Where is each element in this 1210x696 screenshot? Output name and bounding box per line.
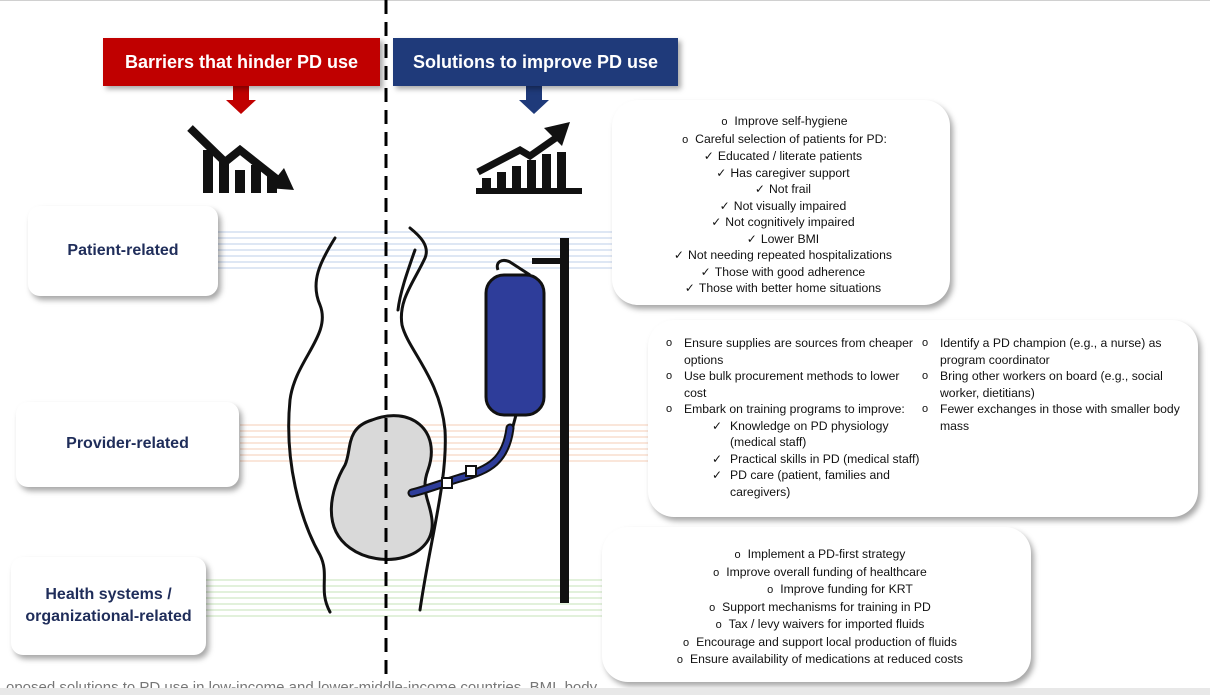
check-item: ✓Knowledge on PD physiology (medical sta… [712,418,889,450]
check-item: ✓Those with better home situations [684,281,882,295]
trend-down-icon [187,125,294,193]
patient-related-label: Patient-related [67,241,179,259]
check-item: ✓PD care (patient, families and caregive… [712,468,890,499]
health-systems-label-line1: Health systems / [45,585,172,603]
check-item: ✓Educated / literate patients [703,149,863,163]
barrier-arrow [226,84,256,114]
check-item: ✓Lower BMI [746,231,820,246]
check-item: ✓Not needing repeated hospitalizations [673,248,892,262]
health-band [206,579,605,617]
dialysis-bag-icon [407,238,569,603]
health-systems-box: Health systems / organizational-related [11,557,206,655]
check-item: ✓Not cognitively impaired [711,215,855,229]
kidney-icon [329,414,434,561]
barriers-header: Barriers that hinder PD use [103,38,380,86]
check-item: ✓Not frail [754,182,811,196]
provider-related-label: Provider-related [66,435,189,453]
check-item: ✓Those with good adherence [700,264,866,279]
trend-up-icon [476,122,582,194]
solutions-header: Solutions to improve PD use [393,38,678,86]
provider-related-box: Provider-related [16,402,239,487]
patient-related-box: Patient-related [28,206,218,296]
bottom-bar [0,688,1210,695]
check-item: ✓Practical skills in PD (medical staff) [712,451,920,466]
top-border [0,0,1210,1]
check-item: ✓Has caregiver support [716,165,850,180]
body-silhouette-icon [287,226,447,614]
health-systems-label-line2: organizational-related [25,608,192,625]
check-item: ✓Not visually impaired [719,198,847,213]
solution-arrow [519,84,549,114]
